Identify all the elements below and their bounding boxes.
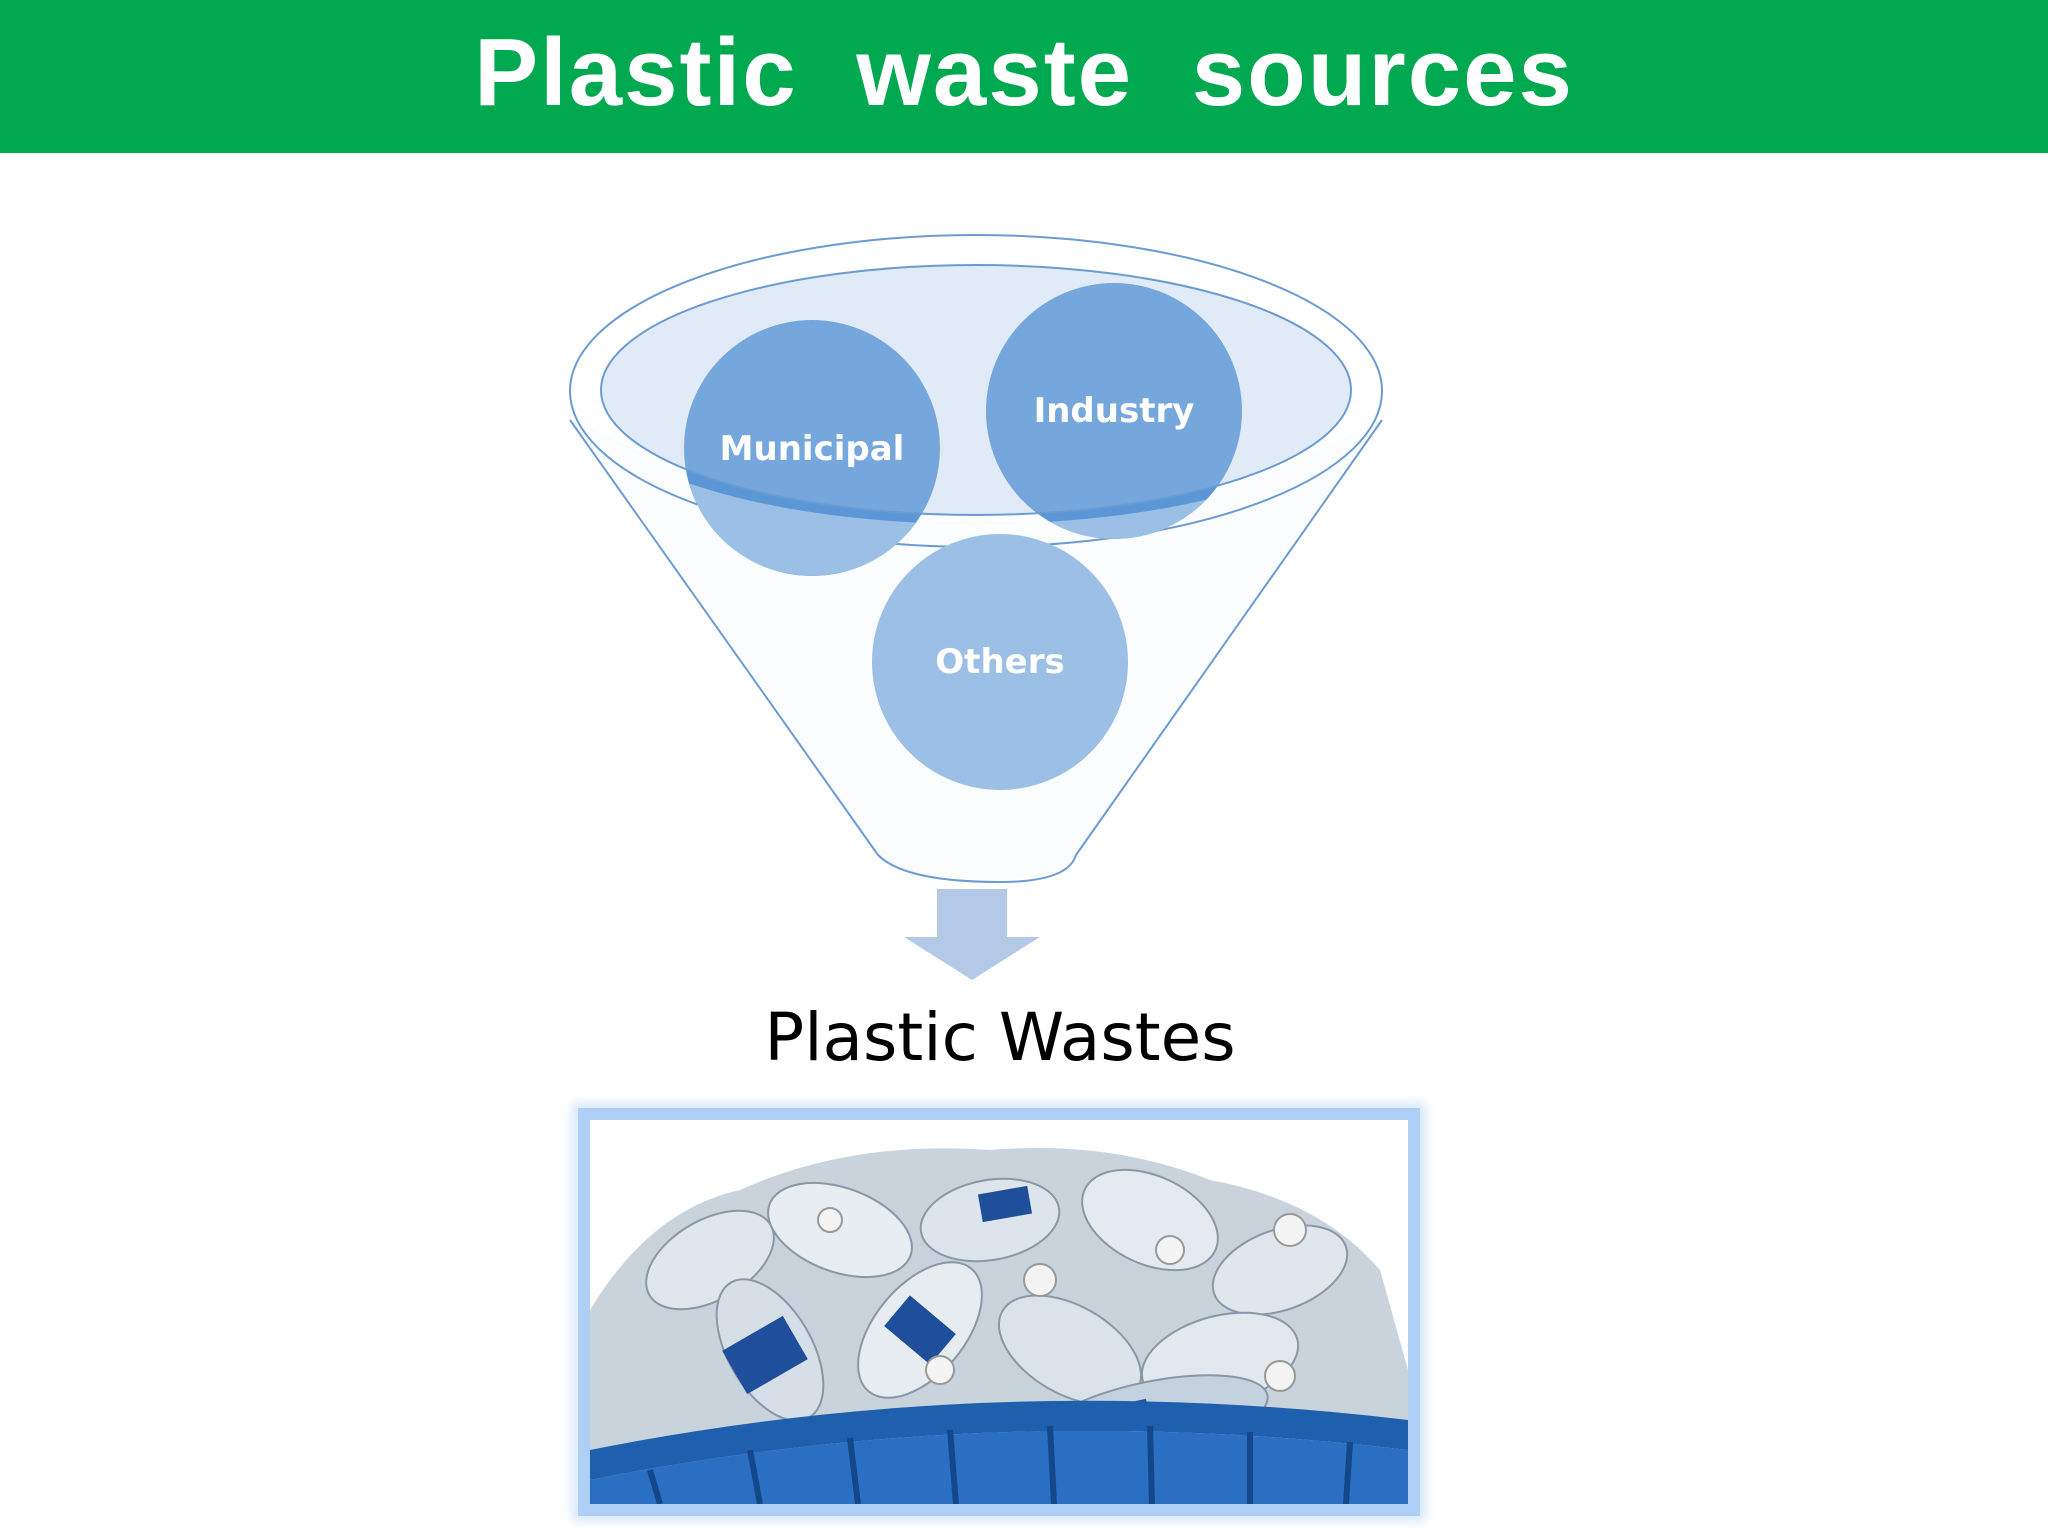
- industry-label: Industry: [1034, 391, 1195, 431]
- title-bar: Plastic waste sources: [0, 0, 2048, 153]
- funnel-outline: [569, 419, 1383, 884]
- plastic-bottles-photo: [578, 1108, 1420, 1516]
- bottles-illustration: [590, 1120, 1408, 1504]
- municipal-label: Municipal: [720, 429, 905, 469]
- result-label: Plastic Wastes: [764, 999, 1236, 1076]
- slide-title: Plastic waste sources: [474, 18, 1574, 126]
- industry-circle: [986, 283, 1242, 539]
- funnel-rim-inner: [600, 264, 1352, 516]
- down-arrow: [904, 889, 1040, 980]
- others-circle: [872, 534, 1128, 790]
- others-label: Others: [935, 642, 1064, 682]
